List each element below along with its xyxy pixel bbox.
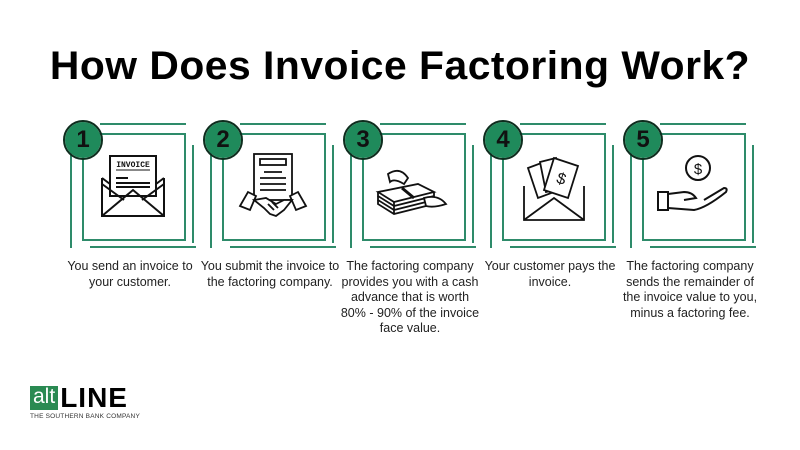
step-description: You send an invoice to your customer. <box>67 259 193 289</box>
step-2: 2 You submit the invoice to the factorin… <box>200 117 340 418</box>
frame-line <box>650 246 756 248</box>
step-1: 1 INVOICE You send an invoice to your cu… <box>60 117 200 418</box>
svg-text:INVOICE: INVOICE <box>116 161 150 170</box>
logo-line: LINE <box>60 382 128 413</box>
page-title: How Does Invoice Factoring Work? <box>49 44 751 88</box>
frame-line <box>510 246 616 248</box>
frame-line <box>520 123 606 125</box>
logo-tagline: THE SOUTHERN BANK COMPANY <box>30 413 140 420</box>
step-4: 4 $ Your customer pays the invoice. <box>480 117 620 418</box>
step-description: Your customer pays the invoice. <box>484 259 616 289</box>
frame-line <box>630 150 632 248</box>
contract-handshake-icon <box>238 153 308 218</box>
frame-line <box>192 145 194 243</box>
altline-logo: alt LINE THE SOUTHERN BANK COMPANY <box>30 382 140 420</box>
step-description: You submit the invoice to the factoring … <box>200 259 340 289</box>
frame-square <box>222 133 326 241</box>
frame-line <box>350 150 352 248</box>
frame-line <box>90 246 196 248</box>
frame-square <box>502 133 606 241</box>
svg-text:$: $ <box>694 161 703 178</box>
frame-line <box>490 150 492 248</box>
frame-line <box>332 145 334 243</box>
frame-square <box>82 133 186 241</box>
flying-money-icon <box>375 169 448 215</box>
frame-line <box>380 123 466 125</box>
frame-line <box>472 145 474 243</box>
invoice-envelope-icon: INVOICE <box>101 155 165 217</box>
frame-line <box>752 145 754 243</box>
frame-square <box>642 133 746 241</box>
frame-line <box>660 123 746 125</box>
frame-line <box>100 123 186 125</box>
step-5: 5 $ The factoring company sends the rema… <box>620 117 760 418</box>
step-description: The factoring company sends the remainde… <box>622 259 758 320</box>
frame-line <box>370 246 476 248</box>
frame-line <box>612 145 614 243</box>
hand-dollar-coin-icon: $ <box>657 155 728 212</box>
step-3: 3 The factoring company provides you wit… <box>340 117 480 418</box>
frame-line <box>230 246 336 248</box>
frame-line <box>70 150 72 248</box>
logo-alt: alt <box>30 386 59 410</box>
frame-line <box>210 150 212 248</box>
money-envelope-icon: $ <box>523 156 585 221</box>
step-description: The factoring company provides you with … <box>340 259 480 335</box>
frame-line <box>240 123 326 125</box>
frame-square <box>362 133 466 241</box>
